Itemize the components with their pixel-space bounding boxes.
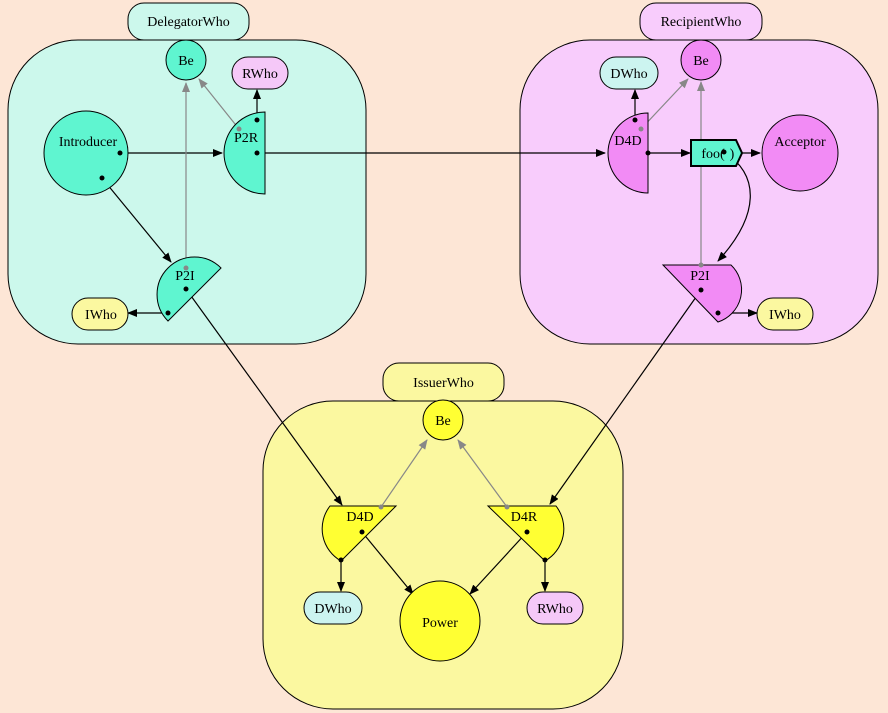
port-dot (721, 149, 727, 155)
issuer-d4r-label: D4R (511, 510, 538, 525)
power-label: Power (422, 616, 458, 631)
port-dot (165, 310, 171, 316)
port-dot (524, 529, 530, 535)
port-dot (359, 529, 365, 535)
issuer-dwho-label: DWho (314, 602, 351, 617)
edge-delegator-p2i-issuer-d4d (185, 288, 343, 506)
port-dot (542, 557, 548, 563)
port-dot (698, 287, 704, 293)
p2r-node (223, 111, 266, 195)
issuer-be-label: Be (435, 414, 451, 429)
port-dot (504, 504, 510, 510)
port-dot (254, 150, 260, 156)
issuer-rwho-pill (526, 591, 584, 625)
port-dot (698, 262, 704, 268)
recipient-iwho-label: IWho (769, 308, 801, 323)
recipient-dwho-pill (599, 56, 659, 90)
delegator-p2i-node (156, 256, 222, 322)
edge-issuer-d4d-power (361, 531, 414, 595)
edge-issuer-d4d-be (380, 439, 428, 508)
port-dot (715, 310, 721, 316)
edge-p2r-be (198, 78, 240, 130)
port-dot (632, 117, 638, 123)
issuer-dwho-pill (303, 591, 363, 625)
delegator-be-label: Be (178, 54, 194, 69)
port-dot (99, 175, 105, 181)
port-dot (338, 557, 344, 563)
issuer-nodes: Be D4D D4R DWho Power RWho (303, 399, 584, 662)
introducer-label: Introducer (59, 135, 118, 150)
recipient-p2i-node (661, 264, 743, 323)
port-dot (254, 117, 260, 123)
recipient-p2i-label: P2I (690, 269, 710, 284)
issuer-vat: IssuerWho (262, 362, 624, 710)
power-node (399, 580, 481, 662)
recipient-nodes: Be DWho D4D foo( ) Acceptor P2I IWho (599, 39, 839, 331)
delegator-iwho-pill (71, 297, 129, 331)
port-dot (236, 126, 242, 132)
recipient-d4d-node (607, 112, 649, 194)
edge-recipient-p2i-issuer-d4r (549, 289, 702, 505)
port-dot (378, 504, 384, 510)
port-dot (117, 150, 123, 156)
recipient-d4d-label: D4D (614, 134, 641, 149)
delegator-p2i-label: P2I (175, 269, 195, 284)
recipient-iwho-pill (756, 297, 814, 331)
port-dot (645, 150, 651, 156)
foo-message (690, 139, 744, 167)
edge-issuer-d4r-be (457, 439, 508, 508)
issuer-d4d-node (321, 505, 398, 562)
acceptor-label: Acceptor (774, 135, 826, 150)
issuer-be-node (422, 399, 464, 441)
issuer-rwho-label: RWho (537, 602, 573, 617)
delegator-be-node (165, 39, 207, 81)
edges (101, 78, 761, 595)
port-dot (638, 126, 644, 132)
foo-close-label: ) (730, 147, 735, 162)
issuer-d4d-label: D4D (346, 510, 373, 525)
p2r-label: P2R (234, 131, 259, 146)
edge-d4d-be (640, 78, 689, 130)
foo-label: foo( (701, 147, 725, 162)
edge-issuer-d4r-power (469, 531, 528, 595)
delegator-nodes: Be RWho Introducer P2R P2I IWho (43, 39, 289, 331)
recipient-vat-title: RecipientWho (661, 15, 742, 30)
edge-introducer-p2i (101, 177, 172, 263)
issuer-vat-box (262, 400, 624, 710)
recipient-be-node (680, 39, 722, 81)
port-dot (183, 265, 189, 271)
acceptor-node (761, 114, 839, 192)
port-dot (183, 286, 189, 292)
issuer-vat-title: IssuerWho (413, 376, 474, 391)
recipient-be-label: Be (693, 54, 709, 69)
introducer-node (43, 110, 129, 196)
delegator-iwho-label: IWho (85, 308, 117, 323)
recipient-dwho-label: DWho (610, 67, 647, 82)
delegator-rwho-label: RWho (242, 67, 278, 82)
delegator-vat-title: DelegatorWho (147, 15, 229, 30)
delegator-rwho-pill (231, 56, 289, 90)
